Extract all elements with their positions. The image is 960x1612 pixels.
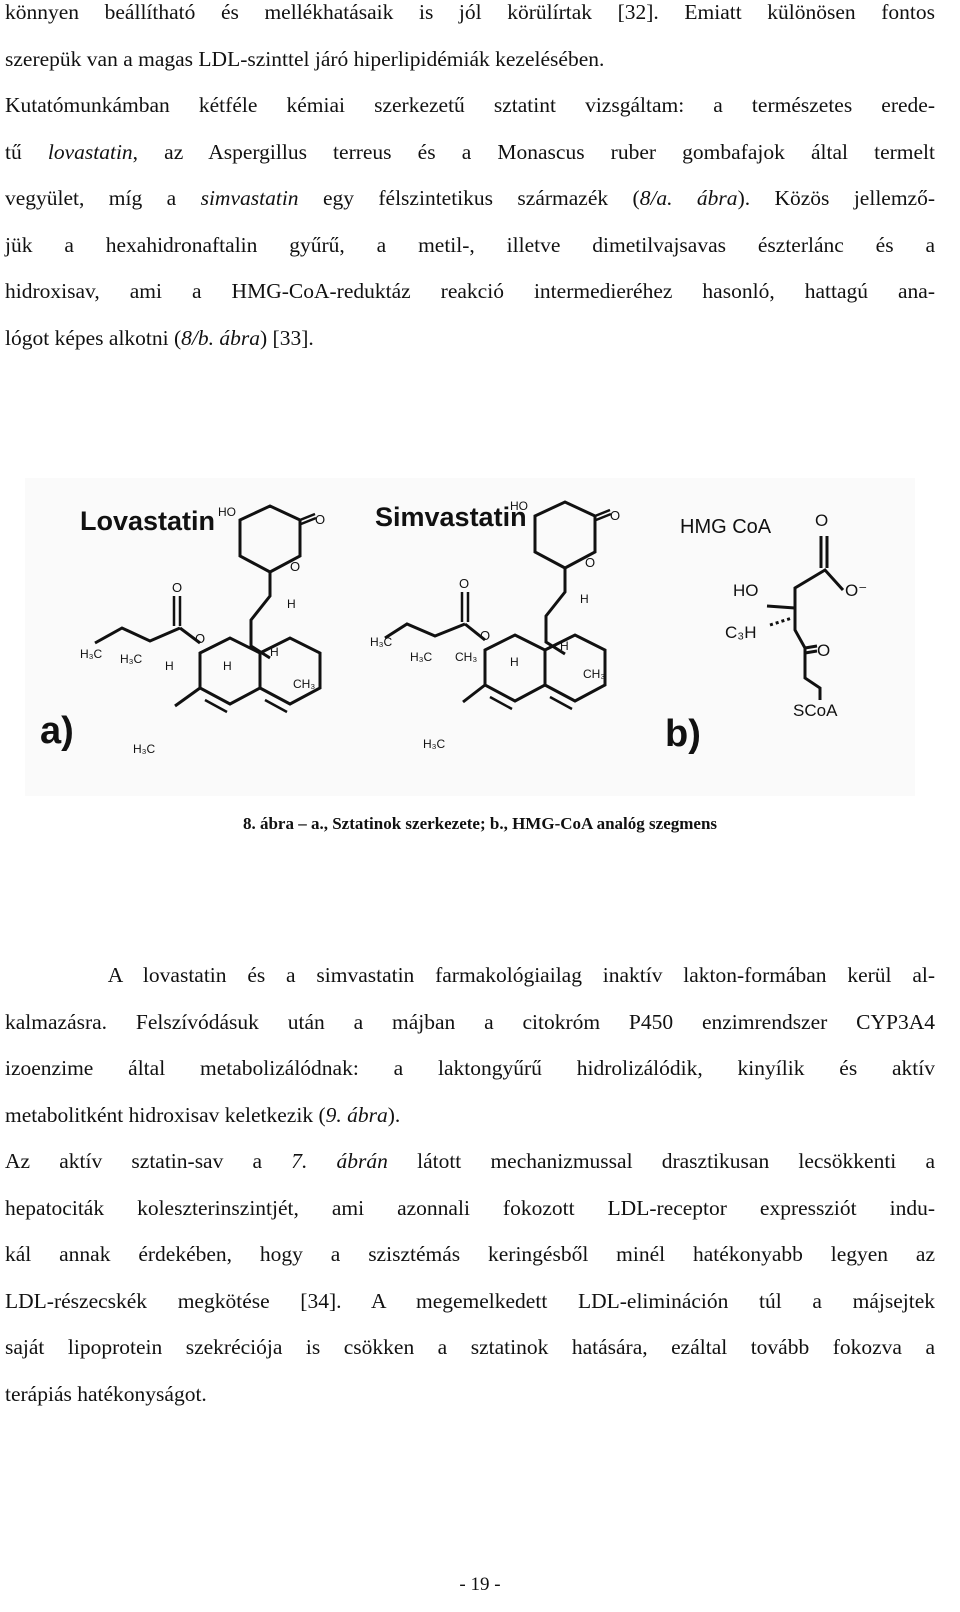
- text-line: szerepük van a magas LDL-szinttel járó h…: [5, 46, 605, 71]
- svg-text:C₃H: C₃H: [725, 623, 756, 642]
- label-lovastatin: Lovastatin: [80, 506, 215, 536]
- text-line: jük a hexahidronaftalin gyűrű, a metil-,…: [5, 232, 935, 257]
- svg-text:H: H: [510, 655, 519, 669]
- text-line: vegyület, míg a simvastatin egy félszint…: [5, 186, 936, 210]
- svg-text:H₃C: H₃C: [410, 650, 433, 664]
- svg-text:H₃C: H₃C: [370, 635, 393, 649]
- chemical-structures-drawing: Lovastatin HO O O H H H CH₃ H₃C O O H₃C …: [40, 499, 867, 756]
- text-line: könnyen beállítható és mellékhatásaik is…: [5, 0, 935, 24]
- svg-text:CH₃: CH₃: [583, 667, 605, 681]
- figure-ref: 8/a. ábra: [639, 186, 738, 210]
- svg-text:CH₃: CH₃: [455, 650, 477, 664]
- term-simvastatin: simvastatin: [200, 186, 299, 210]
- svg-text:H: H: [165, 659, 174, 673]
- page-number: - 19 -: [459, 1574, 501, 1595]
- svg-text:HO: HO: [218, 505, 236, 519]
- svg-text:O: O: [315, 512, 325, 527]
- text-line: Az aktív sztatin-sav a 7. ábrán látott m…: [5, 1149, 935, 1173]
- panel-label-a: a): [40, 710, 74, 752]
- svg-text:O: O: [195, 631, 205, 646]
- text-line: LDL-részecskék megkötése [34]. A megemel…: [5, 1288, 935, 1313]
- svg-text:O: O: [459, 576, 469, 591]
- svg-text:HO: HO: [510, 499, 528, 513]
- text-line: lógot képes alkotni (8/b. ábra) [33].: [5, 325, 314, 350]
- simvastatin-lactone-ring: [533, 500, 597, 570]
- svg-text:H₃C: H₃C: [133, 742, 156, 756]
- paragraph-statin-intro: könnyen beállítható és mellékhatásaik is…: [5, 0, 935, 361]
- lovastatin-lactone-ring: [238, 504, 302, 574]
- figure-ref: 7. ábrán: [291, 1149, 388, 1173]
- label-simvastatin: Simvastatin: [375, 502, 527, 532]
- svg-text:O: O: [480, 628, 490, 643]
- svg-text:H: H: [223, 659, 232, 673]
- svg-text:H₃C: H₃C: [120, 652, 143, 666]
- svg-text:H: H: [287, 597, 296, 611]
- text-line: hepatociták koleszterinszintjét, ami azo…: [5, 1195, 935, 1220]
- text-line: tű lovastatin, az Aspergillus terreus és…: [5, 139, 935, 164]
- panel-label-b: b): [665, 713, 701, 755]
- svg-text:O: O: [172, 580, 182, 595]
- paragraph-statin-mechanism: A lovastatin és a simvastatin farmakológ…: [5, 952, 935, 1417]
- figure-ref: 9. ábra: [325, 1102, 388, 1127]
- figure-caption: 8. ábra – a., Sztatinok szerkezete; b., …: [242, 814, 718, 833]
- svg-text:H: H: [580, 592, 589, 606]
- svg-text:H₃C: H₃C: [423, 737, 446, 751]
- svg-text:O: O: [290, 559, 300, 574]
- text-line: A lovastatin és a simvastatin farmakológ…: [5, 963, 935, 987]
- svg-text:H: H: [560, 639, 569, 653]
- term-lovastatin: lovastatin: [47, 139, 133, 164]
- svg-text:H₃C: H₃C: [80, 647, 103, 661]
- text-line: saját lipoprotein szekréciója is csökken…: [5, 1335, 935, 1359]
- hmgcoa-backbone: [766, 568, 845, 610]
- scoa-label: SCoA: [793, 701, 838, 720]
- label-hmgcoa: HMG CoA: [680, 516, 772, 538]
- svg-text:HO: HO: [733, 581, 759, 600]
- text-line: metabolitként hidroxisav keletkezik (9. …: [5, 1102, 401, 1127]
- text-line: terápiás hatékonyságot.: [5, 1381, 207, 1406]
- text-line: Kutatómunkámban kétféle kémiai szerkezet…: [5, 93, 935, 117]
- figure-statin-structures: Lovastatin HO O O H H H CH₃ H₃C O O H₃C …: [25, 478, 915, 796]
- text-line: kalmazásra. Felszívódásuk után a májban …: [5, 1009, 935, 1034]
- svg-text:O: O: [817, 641, 830, 660]
- text-line: izoenzime által metabolizálódnak: a lakt…: [5, 1056, 935, 1080]
- svg-text:H: H: [270, 645, 279, 659]
- text-line: kál annak érdekében, hogy a szisztémás k…: [5, 1242, 935, 1266]
- text-line: hidroxisav, ami a HMG-CoA-reduktáz reakc…: [5, 279, 935, 303]
- svg-text:CH₃: CH₃: [293, 677, 315, 691]
- svg-text:O: O: [610, 508, 620, 523]
- svg-text:O: O: [585, 555, 595, 570]
- figure-ref: 8/b. ábra: [181, 325, 260, 350]
- svg-text:O: O: [815, 511, 828, 530]
- svg-text:O⁻: O⁻: [845, 581, 867, 600]
